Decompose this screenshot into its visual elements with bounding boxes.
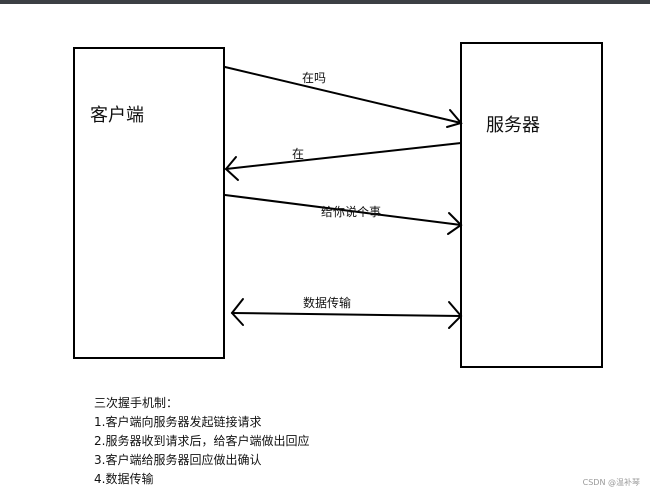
edge-1-arrow	[224, 66, 463, 128]
edge-1-label: 在吗	[302, 71, 326, 85]
server-label: 服务器	[486, 115, 540, 136]
notes-step-1: 1.客户端向服务器发起链接请求	[94, 415, 262, 429]
notes-title: 三次握手机制：	[94, 396, 179, 410]
edge-4-label: 数据传输	[303, 295, 351, 310]
notes-step-2: 2.服务器收到请求后，给客户端做出回应	[94, 434, 310, 448]
notes-step-4: 4.数据传输	[94, 472, 154, 486]
client-label: 客户端	[90, 105, 144, 126]
edge-4-arrow	[230, 298, 463, 329]
handshake-notes: 三次握手机制： 1.客户端向服务器发起链接请求 2.服务器收到请求后，给客户端做…	[94, 394, 494, 489]
window-top-strip	[0, 0, 650, 4]
edge-3-label: 给你说个事	[321, 204, 381, 219]
server-box	[460, 42, 603, 368]
client-box	[73, 47, 225, 359]
edge-3-arrow	[224, 194, 463, 235]
notes-step-3: 3.客户端给服务器回应做出确认	[94, 453, 262, 467]
edge-2-label: 在	[292, 147, 304, 161]
watermark: CSDN @温补琴	[582, 478, 640, 487]
edge-2-arrow	[224, 142, 462, 181]
